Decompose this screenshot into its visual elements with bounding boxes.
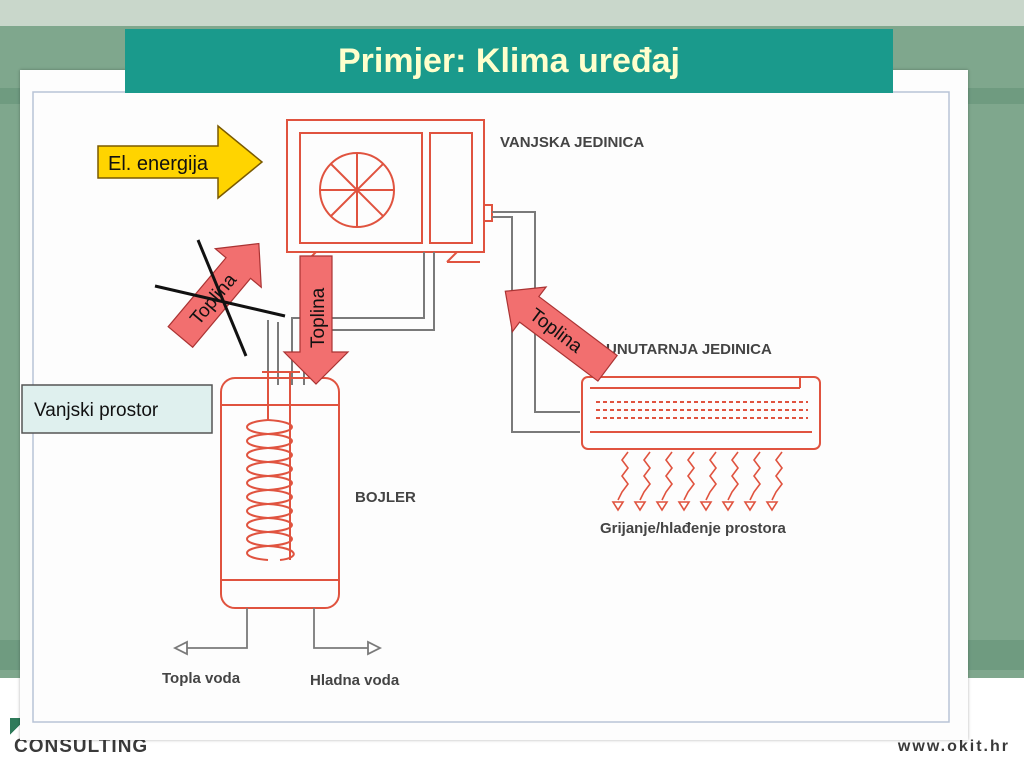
hot-water-label: Topla voda <box>162 670 241 687</box>
outdoor-space-callout: Vanjski prostor <box>21 384 213 434</box>
airflow-arrowhead <box>633 501 647 512</box>
airflow-arrowhead <box>765 501 779 512</box>
top-band <box>0 0 1024 26</box>
heat-arrow-indoor: Toplina <box>504 286 618 382</box>
airflow-line <box>617 451 629 501</box>
outdoor-unit <box>286 119 493 263</box>
airflow-line <box>639 451 651 501</box>
brand-logo-icon <box>10 718 22 740</box>
airflow-arrowhead <box>721 501 735 512</box>
airflow-line <box>705 451 717 501</box>
airflow-arrowhead <box>743 501 757 512</box>
airflow-arrows <box>611 451 783 512</box>
airflow-line <box>683 451 695 501</box>
cross-mark <box>154 239 286 357</box>
airflow-arrowhead <box>655 501 669 512</box>
water-pipes <box>172 608 383 656</box>
electricity-label: El. energija <box>108 153 209 175</box>
electricity-arrow: El. energija <box>97 124 264 200</box>
cold-water-label: Hladna voda <box>310 672 400 689</box>
airflow-line <box>661 451 673 501</box>
indoor-unit <box>581 376 821 450</box>
airflow-line <box>771 451 783 501</box>
slide-title: Primjer: Klima uređaj <box>337 41 680 80</box>
boiler-label: BOJLER <box>355 489 416 506</box>
airflow-arrowhead <box>611 501 625 512</box>
room-label: Grijanje/hlađenje prostora <box>600 520 787 537</box>
airflow-line <box>727 451 739 501</box>
indoor-unit-label: UNUTARNJA JEDINICA <box>606 341 772 358</box>
heat-arrow-down: Toplina <box>282 255 350 385</box>
footer-brand: CONSULTING <box>14 736 149 757</box>
outdoor-space-label: Vanjski prostor <box>34 400 159 421</box>
boiler <box>220 371 340 609</box>
title-bar: Primjer: Klima uređaj <box>125 29 893 93</box>
airflow-arrowhead <box>677 501 691 512</box>
outdoor-unit-label: VANJSKA JEDINICA <box>500 134 644 151</box>
footer-url: www.okit.hr <box>897 738 1010 755</box>
airflow-line <box>749 451 761 501</box>
airflow-arrowhead <box>699 501 713 512</box>
heat-down-label: Toplina <box>308 287 329 348</box>
